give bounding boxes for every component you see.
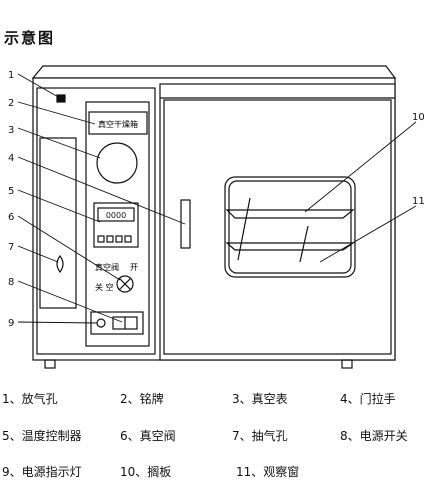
oven-drawing: 真空干燥箱 0000 真空阀 开 关 空 1 2 3 4 5 6 7 [8, 65, 425, 369]
diagram-title: 示意图 [4, 29, 56, 47]
controller-key-4 [124, 235, 132, 243]
control-frame [36, 87, 156, 355]
controller-readout: 0000 [106, 211, 126, 220]
legend-item: 6、真空阀 [120, 429, 176, 443]
callout-2: 2 [8, 98, 14, 109]
side-window [39, 137, 77, 309]
legend-item: 3、真空表 [232, 392, 288, 406]
controller-key-1 [97, 235, 105, 243]
nameplate-text: 真空干燥箱 [98, 119, 138, 129]
temperature-controller [93, 202, 139, 248]
foot-left [44, 359, 56, 369]
callout-10: 10 [412, 112, 425, 123]
valve-open-label: 开 [130, 263, 138, 272]
legend-item: 11、观察窗 [236, 465, 300, 479]
door-inner [163, 99, 392, 355]
valve-close-label: 关 空 [95, 282, 114, 292]
callout-4: 4 [8, 153, 14, 164]
callout-11: 11 [412, 196, 425, 207]
vacuum-valve [116, 275, 134, 293]
controller-display [97, 207, 135, 222]
callout-1: 1 [8, 70, 14, 81]
callout-3: 3 [8, 125, 14, 136]
shelf-lower [225, 242, 355, 251]
legend-item: 4、门拉手 [340, 392, 396, 406]
suction-port [56, 254, 64, 274]
vacuum-gauge [96, 142, 138, 184]
callout-8: 8 [8, 277, 14, 288]
legend-item: 1、放气孔 [2, 392, 58, 406]
legend: 1、放气孔 2、铭牌 3、真空表 4、门拉手 5、温度控制器 6、真空阀 7、抽… [0, 380, 431, 500]
callout-5: 5 [8, 186, 14, 197]
callout-7: 7 [8, 242, 14, 253]
controller-key-2 [106, 235, 114, 243]
foot-right [341, 359, 353, 369]
legend-item: 10、搁板 [120, 465, 172, 479]
legend-item: 5、温度控制器 [2, 429, 82, 443]
cabinet-top [31, 65, 397, 79]
valve-label: 真空阀 [95, 262, 119, 272]
legend-item: 9、电源指示灯 [2, 465, 82, 479]
control-panel [85, 101, 150, 347]
shelf-upper [225, 209, 355, 219]
door-handle [180, 199, 191, 249]
observation-window [224, 176, 356, 278]
legend-item: 2、铭牌 [120, 392, 164, 406]
legend-item: 8、电源开关 [340, 429, 408, 443]
legend-item: 7、抽气孔 [232, 429, 288, 443]
controller-key-3 [115, 235, 123, 243]
door [159, 83, 396, 361]
callout-6: 6 [8, 212, 14, 223]
callout-9: 9 [8, 318, 14, 329]
nameplate-frame [88, 111, 148, 135]
vent-hole [56, 94, 66, 103]
